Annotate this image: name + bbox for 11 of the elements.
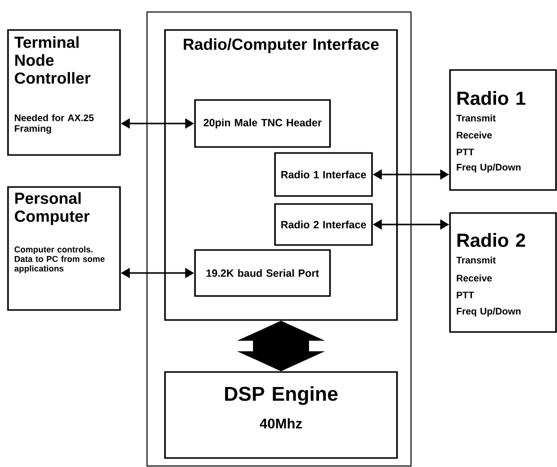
processor-box: DSP Engine 40Mhz — [164, 371, 398, 459]
port-box: 19.2K baud Serial Port — [194, 249, 331, 297]
port-box: 20pin Male TNC Header — [194, 99, 331, 148]
radio-box: Radio 2 Transmit Receive PTT Freq Up/Down — [449, 212, 557, 333]
port-box: Radio 2 Interface — [274, 203, 373, 246]
port-box: Radio 1 Interface — [274, 152, 373, 197]
radio-box: Radio 1 Transmit Receive PTT Freq Up/Down — [449, 69, 557, 191]
device-box: Terminal Node Controller Needed for AX.25 Framing — [7, 29, 121, 156]
enclosure-box — [146, 12, 412, 466]
arrow — [237, 320, 325, 372]
device-box: Personal Computer Computer controls. Data to PC from some applications — [7, 186, 121, 311]
